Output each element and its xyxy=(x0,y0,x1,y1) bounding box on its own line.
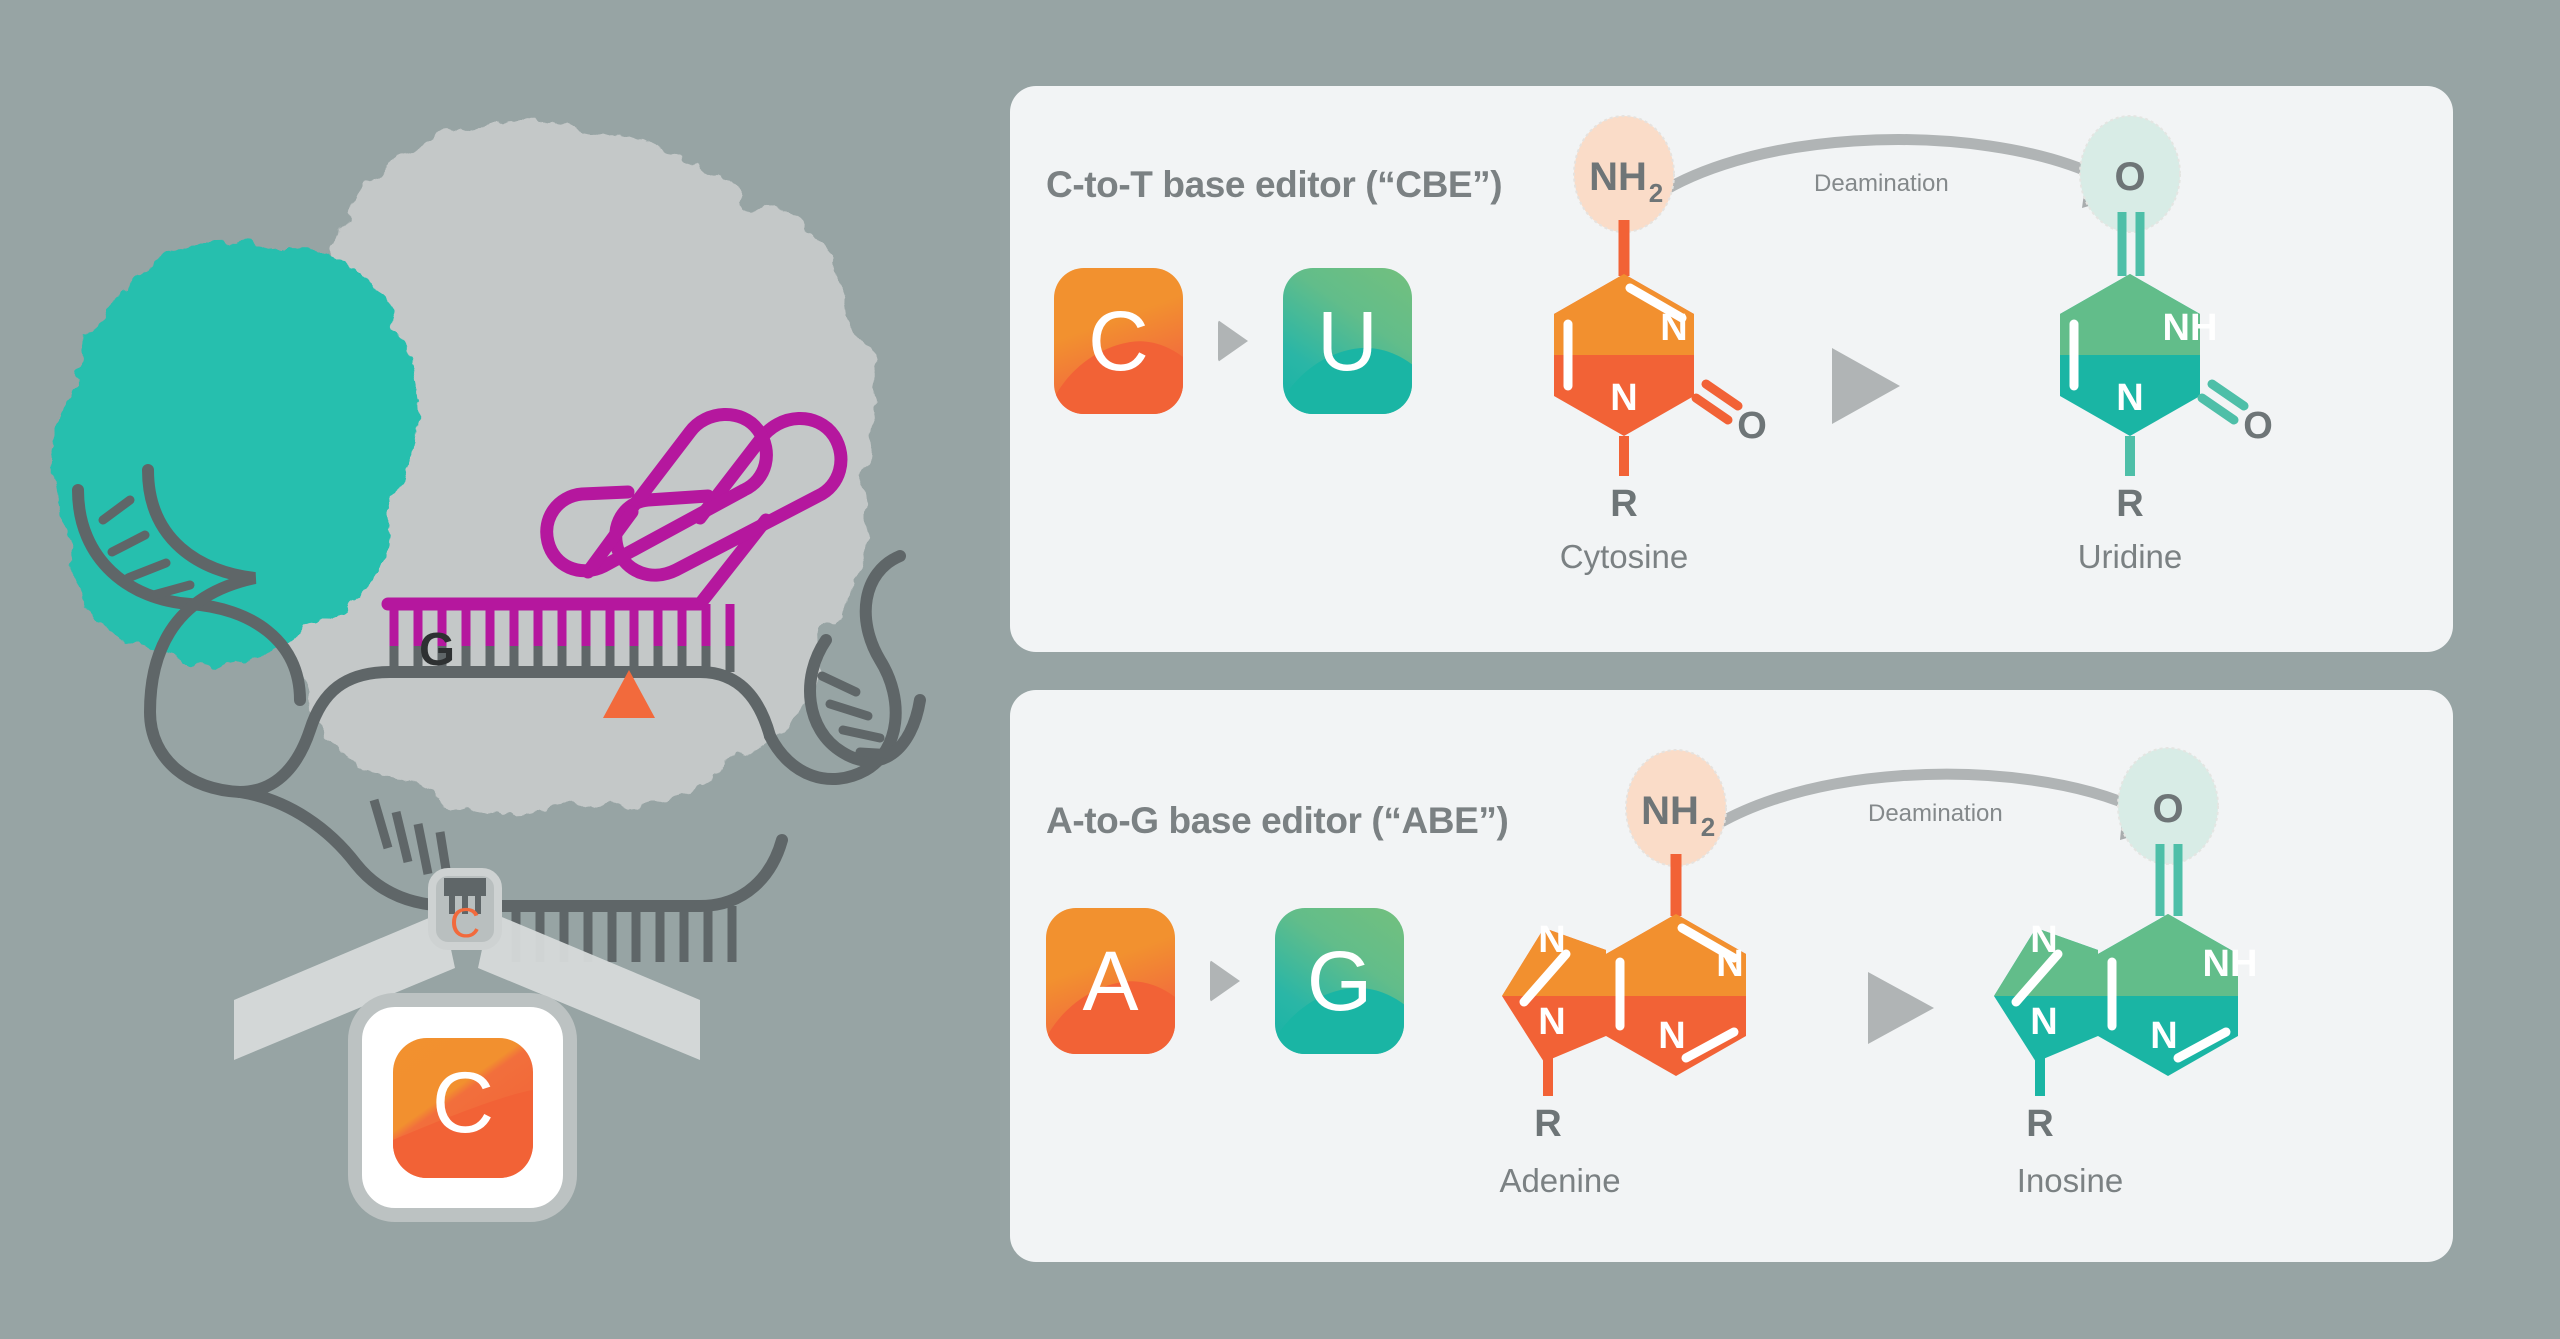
abe-source-letter: A xyxy=(1082,934,1139,1028)
carbonyl-o-label: O xyxy=(1737,405,1767,447)
abe-target-molecule-name: Inosine xyxy=(2016,1162,2124,1199)
panel-abe: A-to-G base editor (“ABE”) A G NH 2 xyxy=(1010,690,2453,1262)
r-group-label: R xyxy=(2116,483,2143,525)
ring-n-3: N xyxy=(2030,919,2057,961)
panel-abe-title: A-to-G base editor (“ABE”) xyxy=(1046,800,1509,841)
nh2-subscript: 2 xyxy=(1701,812,1715,842)
abe-target-tile: G xyxy=(1275,908,1404,1054)
play-arrow-icon xyxy=(1218,320,1248,362)
ring-n-2: N xyxy=(2150,1015,2177,1057)
reaction-play-arrow xyxy=(1868,972,1934,1044)
carbonyl-o-label: O xyxy=(2243,405,2273,447)
inosine-structure: O NH N N N R xyxy=(1994,747,2258,1145)
o-halo xyxy=(2117,747,2219,865)
base-editor-illustration: G C C xyxy=(0,0,1000,1339)
callout-source-label: C xyxy=(450,899,480,946)
cytosine-structure: NH 2 N N O xyxy=(1554,115,1767,525)
nh2-subscript: 2 xyxy=(1649,178,1663,208)
abe-target-letter: G xyxy=(1306,934,1373,1028)
cas9-protein-body xyxy=(252,121,877,816)
o-label: O xyxy=(2152,787,2183,831)
ring-nh-1: NH xyxy=(2203,943,2258,985)
ring-n-4: N xyxy=(1538,1001,1565,1043)
nh2-label: NH xyxy=(1641,789,1699,833)
cbe-deamination-label: Deamination xyxy=(1814,170,1949,197)
panel-cbe: C-to-T base editor (“CBE”) C U NH 2 xyxy=(1010,86,2453,652)
r-group-label: R xyxy=(1534,1103,1561,1145)
ring-n-3: N xyxy=(1538,919,1565,961)
r-group-label: R xyxy=(2026,1103,2053,1145)
nh2-label: NH xyxy=(1589,155,1647,199)
deaminase-domain xyxy=(50,240,420,667)
ring-n-top: N xyxy=(1660,307,1687,349)
abe-tile-row: A G xyxy=(1046,908,1404,1054)
ring-n-bottom: N xyxy=(1610,377,1637,419)
dna-backbone xyxy=(72,464,926,912)
cbe-reaction-diagram: NH 2 N N O xyxy=(1510,108,2430,588)
ring-n-1: N xyxy=(1716,943,1743,985)
r-group-label: R xyxy=(1610,483,1637,525)
ring-nh-top: NH xyxy=(2163,307,2218,349)
uridine-structure: O NH N O R xyxy=(2060,115,2273,525)
cbe-tile-row: C U xyxy=(1054,268,1412,414)
o-label: O xyxy=(2114,155,2145,199)
cbe-source-tile: C xyxy=(1054,268,1183,414)
o-halo xyxy=(2079,115,2181,233)
edit-site-marker xyxy=(603,670,655,718)
target-base-label-g: G xyxy=(419,623,455,675)
grna-base-teeth xyxy=(389,604,735,646)
magnifier-callout: C C xyxy=(234,868,700,1222)
dna-base-pairs-left xyxy=(98,495,195,601)
ring-n-2: N xyxy=(1658,1015,1685,1057)
dna-base-pairs-right xyxy=(817,671,898,759)
abe-reaction-diagram: NH 2 N N N xyxy=(1490,744,2450,1234)
abe-source-tile: A xyxy=(1046,908,1175,1054)
abe-source-molecule-name: Adenine xyxy=(1499,1162,1621,1199)
callout-base-label: C xyxy=(432,1055,494,1151)
adenine-structure: NH 2 N N N xyxy=(1502,749,1746,1145)
cbe-source-letter: C xyxy=(1088,294,1149,388)
play-arrow-icon xyxy=(1210,960,1240,1002)
bulge-teeth xyxy=(369,798,453,883)
ring-n-4: N xyxy=(2030,1001,2057,1043)
cbe-source-molecule-name: Cytosine xyxy=(1559,538,1689,575)
ring-n-bottom: N xyxy=(2116,377,2143,419)
abe-deamination-label: Deamination xyxy=(1868,800,2003,827)
reaction-play-arrow xyxy=(1832,348,1900,424)
panel-cbe-title: C-to-T base editor (“CBE”) xyxy=(1046,164,1503,205)
cbe-target-molecule-name: Uridine xyxy=(2077,538,2183,575)
cbe-target-tile: U xyxy=(1283,268,1412,414)
deamination-arrow xyxy=(1622,134,2108,224)
cbe-target-letter: U xyxy=(1317,294,1378,388)
